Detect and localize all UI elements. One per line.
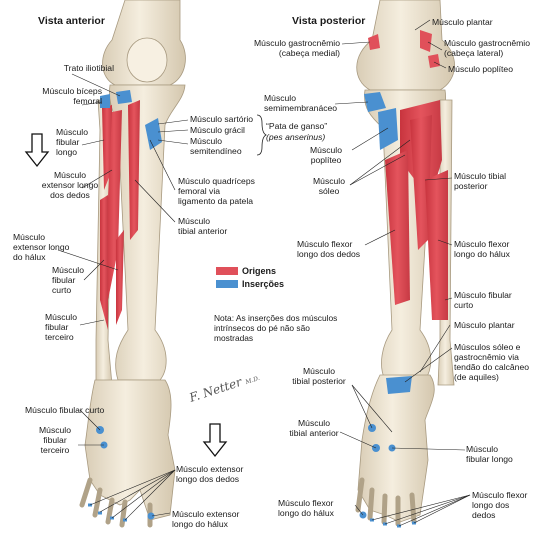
label-soleo: Músculo sóleo <box>313 176 345 196</box>
label-extensor-longo-halux: Músculo extensor longo do hálux <box>13 232 70 262</box>
insertion-achilles <box>386 376 412 394</box>
label-pata-ganso: “Pata de ganso” <box>266 121 328 131</box>
posterior-leg <box>355 0 455 528</box>
label-flexor-halux: Músculo flexor longo do hálux <box>454 239 510 259</box>
label-extensor-longo-dedos: Músculo extensor longo dos dedos <box>41 170 99 200</box>
origin-extensor-longo-dedos <box>106 110 122 300</box>
legend-label-origins: Origens <box>242 266 277 276</box>
title-posterior: Vista posterior <box>292 15 366 27</box>
label-plantar: Músculo plantar <box>454 320 515 330</box>
label-gastro-medial: Músculo gastrocnêmio (cabeça medial) <box>254 38 340 58</box>
insertion-pes-anserinus <box>145 118 162 150</box>
pes-anserinus-bracket <box>256 114 267 156</box>
label-tibial-posterior: Músculo tibial posterior <box>454 171 507 191</box>
label-foot-tibial-anterior: Músculo tibial anterior <box>289 418 339 438</box>
label-trato-iliotibial: Trato iliotibial <box>63 63 114 73</box>
origin-tibial-anterior <box>128 100 140 240</box>
label-foot-flexor-dedos: Músculo flexor longo dos dedos <box>472 490 528 520</box>
origin-extensor-longo-halux <box>116 230 124 325</box>
insertion-semimembranaceo <box>364 92 386 112</box>
origin-fibular-curto <box>100 195 108 330</box>
down-arrow-icon <box>24 133 50 168</box>
label-plantar-top: Músculo plantar <box>432 17 493 27</box>
origin-gastro-medial <box>368 34 380 50</box>
origin-gastro-lateral <box>420 30 432 52</box>
label-quadriceps: Músculo quadríceps femoral via ligamento… <box>178 176 255 206</box>
legend-swatch-origins <box>216 267 238 275</box>
label-pes-anserinus: (pes anserinus) <box>266 132 326 142</box>
legend-origins: Origens <box>216 266 276 276</box>
label-foot-flexor-halux: Músculo flexor longo do hálux <box>278 498 334 518</box>
toes-posterior <box>355 477 417 527</box>
toes-anterior <box>79 477 153 528</box>
legend-swatch-insertions <box>216 280 238 288</box>
insertion-popliteo <box>378 108 398 150</box>
down-arrow-icon <box>202 423 228 458</box>
label-popliteo-top: Músculo poplíteo <box>448 64 513 74</box>
origin-flexor-dedos <box>385 150 410 305</box>
note-text: Nota: As inserções dos músculos intrínse… <box>214 313 338 343</box>
foot-posterior <box>357 374 435 523</box>
label-soleo-gastro: Músculos sóleo e gastrocnêmio via tendão… <box>454 342 530 382</box>
label-gastro-lateral: Músculo gastrocnêmio (cabeça lateral) <box>444 38 530 58</box>
insertion-biceps-femoral <box>100 94 110 108</box>
label-biceps-femoral: Músculo bíceps femoral <box>42 86 102 106</box>
foot-anterior <box>84 379 176 521</box>
label-sartorio: Músculo sartório <box>190 114 254 124</box>
label-fibular-longo: Músculo fibular longo <box>56 127 88 157</box>
label-foot-tibial-posterior: Músculo tibial posterior <box>292 366 346 386</box>
label-foot-extensor-dedos: Músculo extensor longo dos dedos <box>176 464 244 484</box>
insertion-flexor-dedos-foot <box>370 518 416 528</box>
label-popliteo: Músculo poplíteo <box>310 145 342 165</box>
insertion-trato-iliotibial <box>116 90 132 104</box>
patella <box>126 37 168 83</box>
label-gracil: Músculo grácil <box>190 125 245 135</box>
label-foot-extensor-halux: Músculo extensor longo do hálux <box>172 509 240 529</box>
legend-label-insertions: Inserções <box>242 279 285 289</box>
label-tibial-anterior: Músculo tibial anterior <box>178 216 228 236</box>
legend-insertions: Inserções <box>216 279 284 289</box>
origin-popliteo <box>428 54 440 68</box>
label-fibular-curto-post: Músculo fibular curto <box>454 290 512 310</box>
label-flexor-dedos: Músculo flexor longo dos dedos <box>297 239 361 259</box>
label-semimembranaceo: Músculo semimembranáceo <box>264 93 338 113</box>
label-fibular-terceiro: Músculo fibular terceiro <box>45 312 77 342</box>
label-semitendineo: Músculo semitendíneo <box>190 136 242 156</box>
anterior-leg <box>79 0 186 528</box>
title-anterior: Vista anterior <box>38 15 105 27</box>
insertion-extensor-halux-foot <box>147 512 155 520</box>
label-foot-fibular-longo: Músculo fibular longo <box>466 444 513 464</box>
origin-tibial-posterior <box>410 115 432 250</box>
label-foot-fibular-curto: Músculo fibular curto <box>25 405 105 415</box>
origin-flexor-halux <box>425 170 448 320</box>
label-fibular-curto: Músculo fibular curto <box>52 265 84 295</box>
leader-lines <box>57 19 471 527</box>
label-foot-fibular-terceiro: Músculo fibular terceiro <box>39 425 71 455</box>
